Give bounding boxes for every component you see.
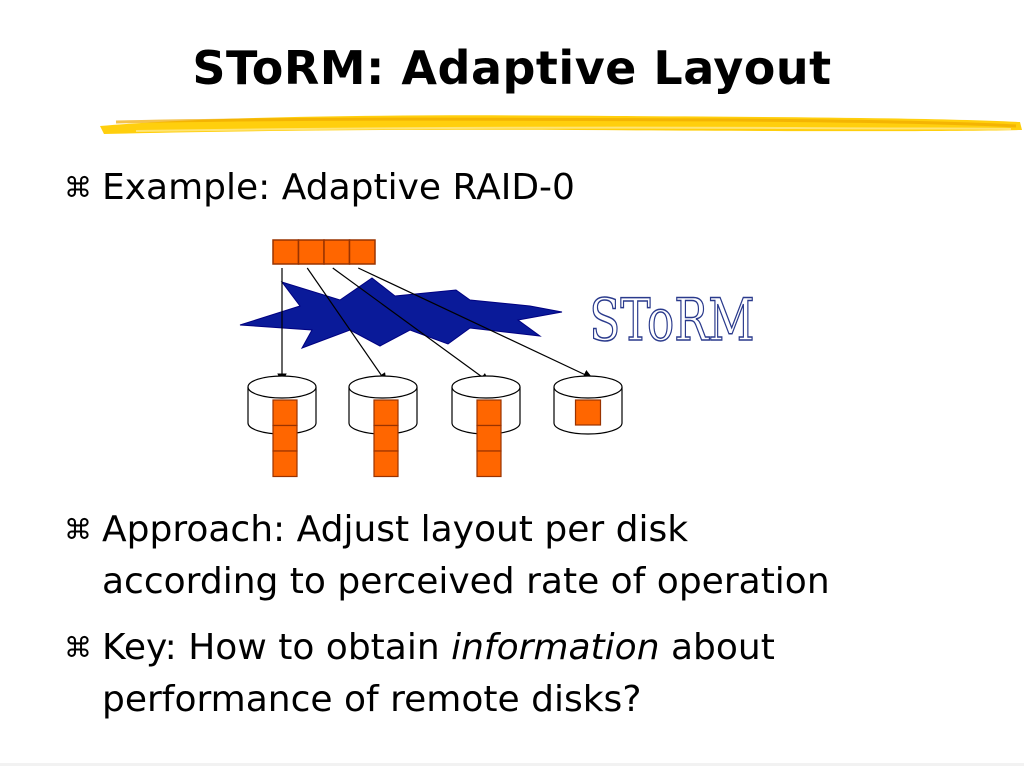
bullet-approach-line2: according to perceived rate of operation: [102, 561, 830, 602]
bullet-approach-line1: Approach: Adjust layout per disk: [102, 509, 689, 550]
source-block: [323, 239, 351, 265]
source-blocks: [272, 239, 376, 265]
bullet-key-emphasis: information: [451, 627, 660, 668]
bullet-example-text: Example: Adaptive RAID-0: [102, 167, 575, 208]
disk-block: [373, 450, 399, 478]
disk-block: [574, 399, 602, 426]
bullet-key-line2: performance of remote disks?: [102, 679, 642, 720]
slide-title: SToRM: Adaptive Layout: [192, 41, 832, 95]
storm-network-label: SToRM: [589, 288, 754, 355]
disk-block: [272, 399, 298, 427]
distribution-arrow: [357, 267, 593, 379]
disk-top: [451, 375, 521, 399]
disks: [247, 375, 623, 478]
bullet-key-line1-after: about: [659, 627, 775, 668]
adaptive-raid-diagram: SToRM: [239, 239, 755, 478]
disk: [247, 375, 317, 478]
disk-block: [272, 424, 298, 452]
distribution-arrow: [306, 267, 387, 383]
bullet-example: ⌘ Example: Adaptive RAID-0: [64, 162, 575, 214]
bullet-approach: ⌘ Approach: Adjust layout per disk accord…: [64, 504, 830, 608]
disk-block: [476, 450, 502, 478]
disk-top: [247, 375, 317, 399]
title-underline-brushstroke: [100, 115, 1022, 134]
disk: [348, 375, 418, 478]
disk-block: [373, 424, 399, 452]
command-key-icon: ⌘: [64, 631, 92, 664]
command-key-icon: ⌘: [64, 513, 92, 546]
disk-block: [476, 424, 502, 452]
disk: [451, 375, 521, 478]
disk-top: [348, 375, 418, 399]
disk-block: [373, 399, 399, 427]
network-cloud-shape: [239, 277, 563, 349]
distribution-arrows: [277, 267, 593, 383]
disk-top: [553, 375, 623, 399]
bullet-key: ⌘ Key: How to obtain information about pe…: [64, 622, 775, 726]
source-block: [272, 239, 300, 265]
bullet-key-line1-before: Key: How to obtain: [102, 627, 452, 668]
source-block: [348, 239, 376, 265]
disk-block: [272, 450, 298, 478]
disk-block: [476, 399, 502, 427]
distribution-arrow: [332, 267, 490, 383]
command-key-icon: ⌘: [64, 171, 92, 204]
source-block: [297, 239, 325, 265]
bottom-rule: [0, 763, 1024, 766]
disk: [553, 375, 623, 435]
